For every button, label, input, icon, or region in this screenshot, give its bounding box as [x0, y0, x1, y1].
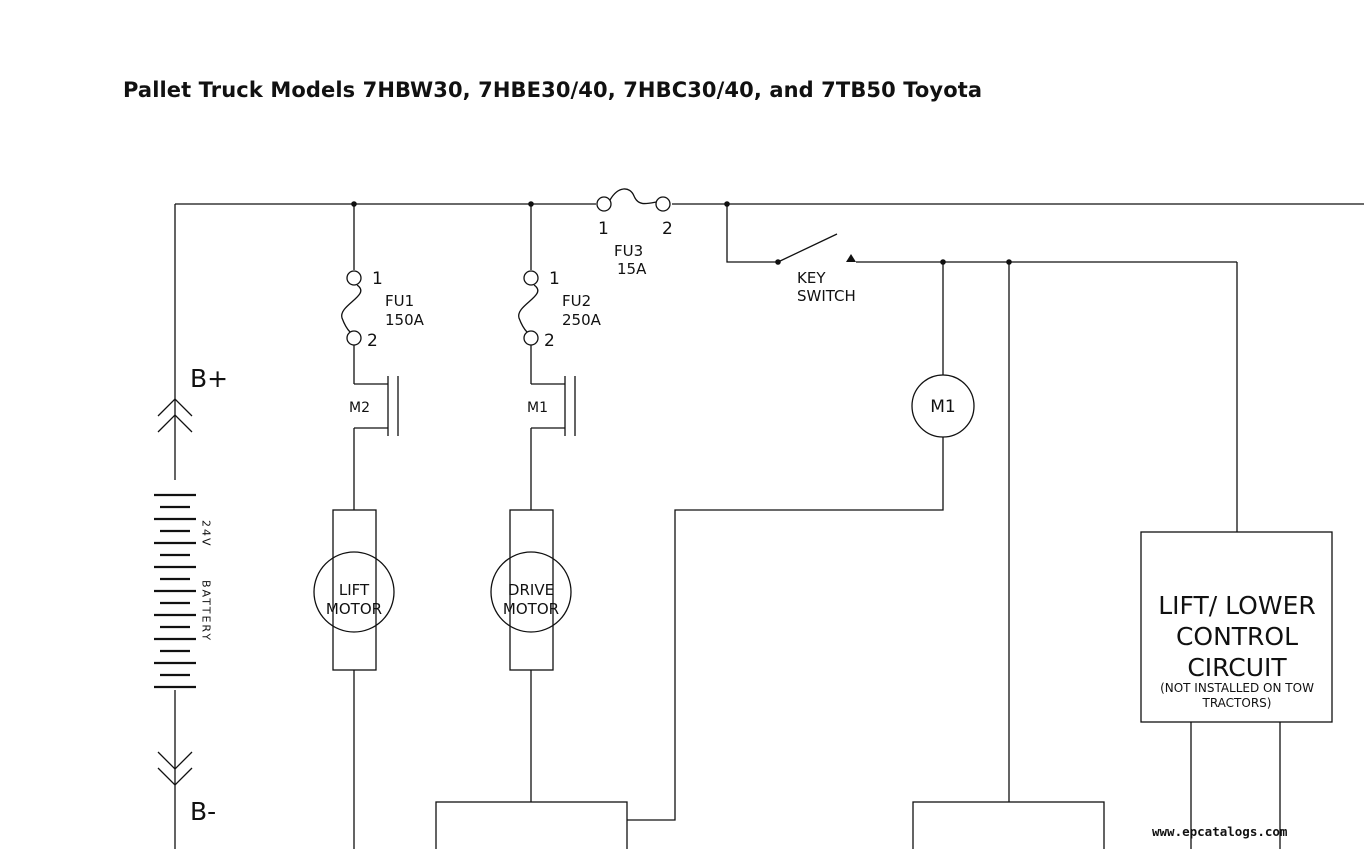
fu2-pin2-label: 2 [544, 331, 555, 351]
battery-minus-label: B- [190, 797, 216, 826]
battery-symbol [154, 480, 196, 690]
battery-plus-connector [157, 398, 193, 433]
bottom-right-component [912, 801, 1105, 849]
fu1-name-label: FU1 [385, 292, 414, 310]
contactor-m2-label: M2 [349, 400, 370, 416]
contactor-m2 [354, 376, 399, 436]
control-circuit-label-2: CONTROL [1176, 622, 1298, 651]
battery-name-label: BATTERY [200, 580, 213, 642]
fu3-pin1-label: 1 [598, 219, 609, 239]
fuse-fu1 [341, 270, 362, 346]
control-circuit-note-2: TRACTORS) [1202, 696, 1272, 710]
key-switch-in-wire [726, 204, 778, 263]
battery-plus-label: B+ [190, 364, 228, 393]
lift-motor-label-1: LIFT [339, 581, 370, 599]
fu2-pin1-label: 1 [549, 269, 560, 289]
key-switch-symbol [775, 233, 856, 265]
fu1-rating-label: 150A [385, 311, 425, 329]
contactor-m1 [531, 376, 576, 436]
coil-m1-label: M1 [930, 397, 955, 417]
coil-return-wire [627, 437, 944, 821]
fu2-name-label: FU2 [562, 292, 591, 310]
battery-voltage-label: 24V [200, 520, 213, 548]
control-circuit-note-1: (NOT INSTALLED ON TOW [1160, 681, 1314, 695]
contactor-m1-label: M1 [527, 400, 548, 416]
fuse-fu3 [596, 188, 672, 213]
control-circuit-label-1: LIFT/ LOWER [1158, 591, 1315, 620]
lift-motor-label-2: MOTOR [326, 600, 382, 618]
battery-minus-connector [157, 751, 193, 786]
drive-motor-label-2: MOTOR [503, 600, 559, 618]
fu1-pin2-label: 2 [367, 331, 378, 351]
fu1-pin1-label: 1 [372, 269, 383, 289]
key-switch-label-2: SWITCH [797, 287, 856, 305]
watermark: www.epcatalogs.com [1152, 824, 1288, 839]
fu2-rating-label: 250A [562, 311, 602, 329]
fu3-name-label: FU3 [614, 242, 643, 260]
fuse-fu2 [518, 270, 539, 346]
fu3-rating-label: 15A [617, 260, 647, 278]
drive-motor-label-1: DRIVE [508, 581, 554, 599]
lift-lower-control-circuit-box [1140, 531, 1333, 723]
fu3-pin2-label: 2 [662, 219, 673, 239]
page-title: Pallet Truck Models 7HBW30, 7HBE30/40, 7… [123, 78, 983, 102]
key-switch-label-1: KEY [797, 269, 826, 287]
control-circuit-label-3: CIRCUIT [1187, 653, 1287, 682]
bottom-left-component [435, 801, 628, 849]
